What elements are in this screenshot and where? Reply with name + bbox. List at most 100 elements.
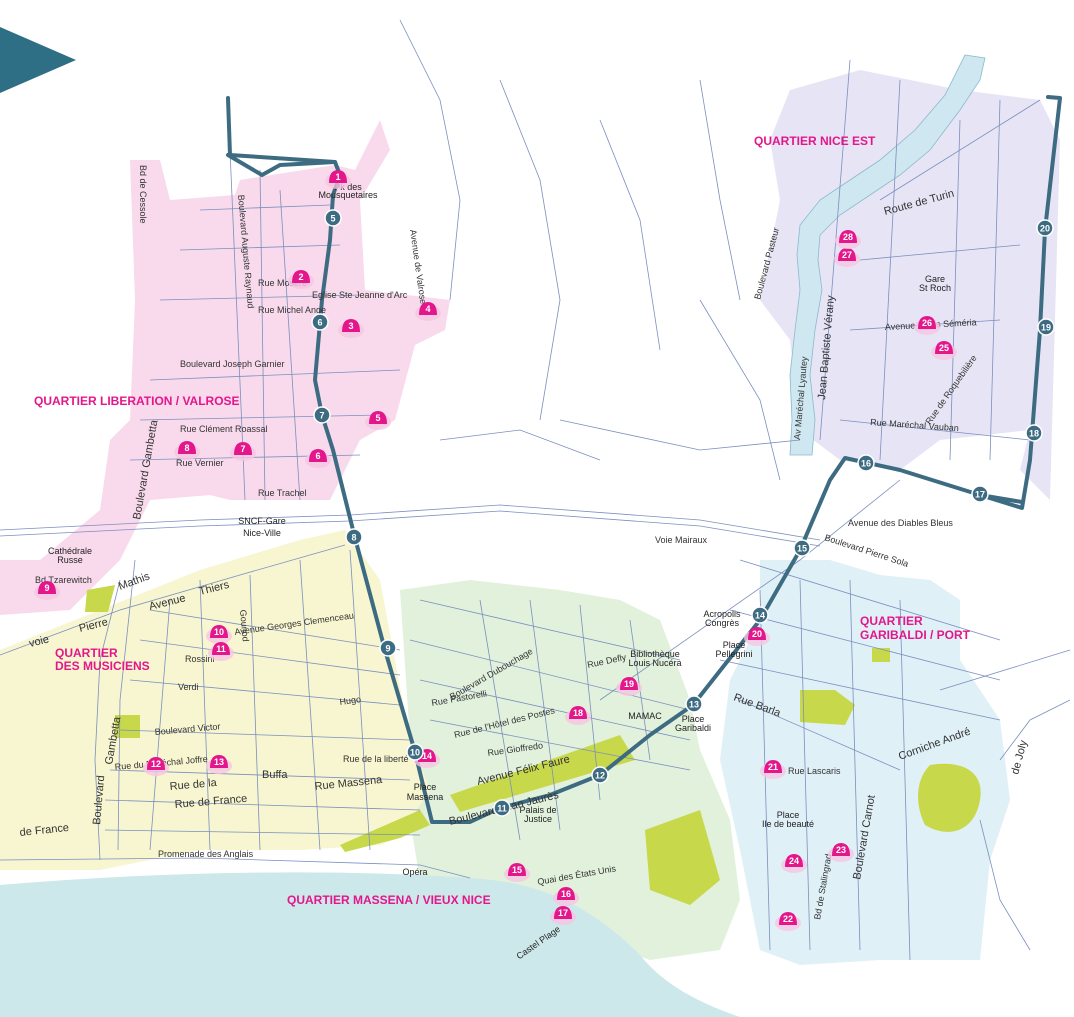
sea xyxy=(0,872,740,1017)
poi-marker-22[interactable]: 22 xyxy=(775,912,801,931)
poi-number: 19 xyxy=(624,679,634,689)
poi-number: 5 xyxy=(375,413,380,423)
tram-stop-12[interactable]: 12 xyxy=(591,766,609,784)
tram-stop-8[interactable]: 8 xyxy=(345,528,363,546)
tram-stop-number: 13 xyxy=(689,700,699,710)
poi-marker-21[interactable]: 21 xyxy=(760,760,786,779)
park xyxy=(800,690,855,725)
poi-pin xyxy=(839,230,857,243)
tram-stop-circle xyxy=(324,209,342,227)
poi-marker-24[interactable]: 24 xyxy=(781,854,807,873)
poi-marker-13[interactable]: 13 xyxy=(206,755,232,774)
poi-marker-28[interactable]: 28 xyxy=(835,230,861,249)
tram-stop-number: 6 xyxy=(317,318,322,328)
tram-stop-15[interactable]: 15 xyxy=(793,539,811,557)
tram-stop-circle xyxy=(345,528,363,546)
tram-stop-17[interactable]: 17 xyxy=(971,485,989,503)
street-label: Buffa xyxy=(262,769,288,781)
tram-stop-number: 17 xyxy=(975,490,985,500)
street-label: Mathis xyxy=(117,570,152,593)
poi-pin xyxy=(419,302,437,315)
tram-stop-number: 12 xyxy=(595,771,605,781)
poi-marker-11[interactable]: 11 xyxy=(208,642,234,661)
parks xyxy=(85,585,981,905)
poi-marker-12[interactable]: 12 xyxy=(143,757,169,776)
poi-pin xyxy=(38,581,56,594)
poi-marker-15[interactable]: 15 xyxy=(504,863,530,882)
tram-stop-13[interactable]: 13 xyxy=(685,695,703,713)
street-label: Gounod xyxy=(238,609,251,642)
poi-marker-10[interactable]: 10 xyxy=(206,625,232,644)
poi-marker-2[interactable]: 2 xyxy=(288,270,314,289)
sncf-label: Nice-Ville xyxy=(243,528,281,538)
poi-number: 10 xyxy=(214,627,224,637)
poi-marker-25[interactable]: 25 xyxy=(931,341,957,360)
place-pellegrini-label: Pellegrini xyxy=(715,649,752,659)
tram-stop-5[interactable]: 5 xyxy=(324,209,342,227)
poi-pin xyxy=(779,912,797,925)
street-label: Rue Michel Ange xyxy=(258,305,326,315)
tram-stop-number: 15 xyxy=(797,544,807,554)
street-label: Rue de la xyxy=(169,777,218,793)
poi-pin xyxy=(785,854,803,867)
tram-stop-19[interactable]: 19 xyxy=(1037,318,1055,336)
poi-marker-16[interactable]: 16 xyxy=(553,887,579,906)
poi-pin xyxy=(309,449,327,462)
poi-marker-26[interactable]: 26 xyxy=(914,316,940,335)
tram-stop-11[interactable]: 11 xyxy=(493,799,511,817)
poi-marker-18[interactable]: 18 xyxy=(565,706,591,725)
poi-marker-27[interactable]: 27 xyxy=(834,248,860,267)
poi-marker-1[interactable]: 1 xyxy=(325,170,351,189)
poi-number: 23 xyxy=(836,845,846,855)
zone-liberation xyxy=(0,120,450,615)
street-label: Avenue de Valrose xyxy=(408,229,428,305)
poi-marker-5[interactable]: 5 xyxy=(365,411,391,430)
place-garibaldi-label: Place xyxy=(682,714,705,724)
tram-stop-18[interactable]: 18 xyxy=(1025,424,1043,442)
poi-number: 24 xyxy=(789,856,799,866)
poi-marker-23[interactable]: 23 xyxy=(828,843,854,862)
park xyxy=(340,810,430,852)
poi-marker-3[interactable]: 3 xyxy=(338,319,364,338)
poi-number: 25 xyxy=(939,343,949,353)
poi-marker-17[interactable]: 17 xyxy=(550,906,576,925)
poi-marker-4[interactable]: 4 xyxy=(415,302,441,321)
tram-stop-number: 14 xyxy=(755,611,765,621)
poi-pin xyxy=(234,442,252,455)
poi-marker-6[interactable]: 6 xyxy=(305,449,331,468)
poi-pin xyxy=(569,706,587,719)
tram-stop-6[interactable]: 6 xyxy=(311,313,329,331)
tram-stop-10[interactable]: 10 xyxy=(406,743,424,761)
parc-label: Pk des xyxy=(334,182,362,192)
acropolis-label: Acropolis xyxy=(703,609,741,619)
quartier-garibaldi-label-2: GARIBALDI / PORT xyxy=(860,628,971,642)
street-label: Eglise Ste Jeanne d'Arc xyxy=(312,290,408,300)
tram-stop-16[interactable]: 16 xyxy=(857,454,875,472)
tram-stop-number: 7 xyxy=(319,411,324,421)
street-label: Rue Mosère xyxy=(258,278,307,288)
mamac-label: MAMAC xyxy=(628,711,662,721)
gare-st-roch-label: Gare xyxy=(925,274,945,284)
poi-pin xyxy=(147,757,165,770)
poi-marker-20[interactable]: 20 xyxy=(744,627,770,646)
tram-stop-9[interactable]: 9 xyxy=(379,639,397,657)
poi-pin xyxy=(210,625,228,638)
poi-marker-19[interactable]: 19 xyxy=(616,677,642,696)
tram-stop-number: 10 xyxy=(410,748,420,758)
place-ile-label: Place xyxy=(777,810,800,820)
poi-pin xyxy=(764,760,782,773)
poi-marker-7[interactable]: 7 xyxy=(230,442,256,461)
poi-marker-9[interactable]: 9 xyxy=(34,581,60,600)
street-label: Rue Lascaris xyxy=(788,766,841,776)
gare-st-roch-label: St Roch xyxy=(919,283,951,293)
tram-stop-number: 19 xyxy=(1041,323,1051,333)
street-label: de Joly xyxy=(1009,739,1030,776)
poi-number: 13 xyxy=(214,757,224,767)
poi-marker-8[interactable]: 8 xyxy=(174,441,200,460)
tram-stop-14[interactable]: 14 xyxy=(751,606,769,624)
tram-stop-20[interactable]: 20 xyxy=(1036,219,1054,237)
tram-stop-7[interactable]: 7 xyxy=(313,406,331,424)
place-ile-label: Ile de beauté xyxy=(762,819,814,829)
